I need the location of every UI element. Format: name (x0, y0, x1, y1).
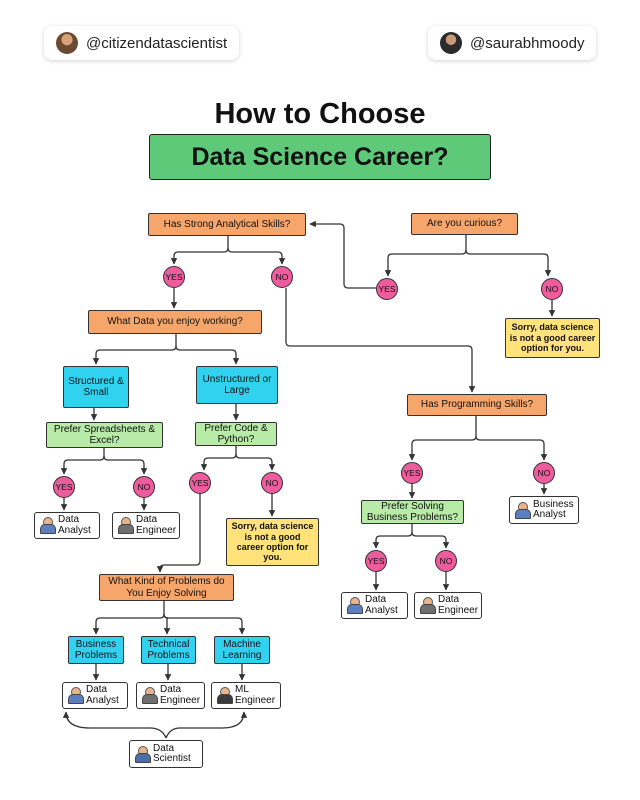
role-label: Data Engineer (136, 514, 177, 536)
sorry-box-curious: Sorry, data science is not a good career… (505, 318, 600, 358)
role-label: Data Engineer (438, 594, 479, 616)
role-data-engineer: Data Engineer (136, 682, 205, 709)
no-pill: NO (435, 550, 457, 572)
role-label: ML Engineer (235, 684, 276, 706)
role-business-analyst: Business Analyst (509, 496, 579, 524)
node-prefer-code-python: Prefer Code & Python? (195, 422, 277, 446)
yes-pill: YES (163, 266, 185, 288)
citizendatascientist-handle[interactable]: @citizendatascientist (44, 26, 240, 60)
yes-pill: YES (401, 462, 423, 484)
avatar (56, 32, 78, 54)
role-data-scientist: Data Scientist (129, 740, 203, 768)
data-scientist-icon (134, 745, 151, 763)
data-engineer-icon (117, 517, 134, 534)
node-business-problems: Business Problems (68, 636, 124, 664)
no-pill: NO (261, 472, 283, 494)
node-unstructured-large: Unstructured or Large (196, 366, 278, 404)
role-label: Data Scientist (153, 742, 191, 764)
sorry-box-code: Sorry, data science is not a good career… (226, 518, 319, 566)
node-programming-skills: Has Programming Skills? (407, 394, 547, 416)
data-engineer-icon (141, 687, 158, 704)
role-data-analyst: Data Analyst (341, 592, 408, 619)
yes-pill: YES (53, 476, 75, 498)
role-label: Data Engineer (160, 684, 201, 706)
data-engineer-icon (419, 597, 436, 614)
role-data-analyst: Data Analyst (34, 512, 100, 539)
data-analyst-icon (39, 517, 56, 534)
page-title: How to Choose (214, 98, 426, 130)
role-data-analyst: Data Analyst (62, 682, 128, 709)
yes-pill: YES (365, 550, 387, 572)
node-what-data: What Data you enjoy working? (88, 310, 262, 334)
no-pill: NO (533, 462, 555, 484)
data-analyst-icon (67, 687, 84, 704)
role-label: Data Analyst (86, 684, 119, 706)
ml-engineer-icon (216, 687, 233, 704)
no-pill: NO (271, 266, 293, 288)
node-prefer-solving-business: Prefer Solving Business Problems? (361, 500, 464, 524)
yes-pill: YES (376, 278, 398, 300)
node-strong-analytical-skills: Has Strong Analytical Skills? (148, 213, 306, 236)
no-pill: NO (133, 476, 155, 498)
business-analyst-icon (514, 501, 531, 519)
role-label: Business Analyst (533, 498, 574, 520)
data-analyst-icon (346, 597, 363, 614)
page-banner: Data Science Career? (149, 134, 491, 180)
node-prefer-spreadsheets: Prefer Spreadsheets & Excel? (46, 422, 163, 448)
role-data-engineer: Data Engineer (112, 512, 180, 539)
node-technical-problems: Technical Problems (141, 636, 196, 664)
role-data-engineer: Data Engineer (414, 592, 482, 619)
yes-pill: YES (189, 472, 211, 494)
role-ml-engineer: ML Engineer (211, 682, 281, 709)
role-label: Data Analyst (365, 594, 398, 616)
handle-right-label: @saurabhmoody (470, 34, 585, 52)
avatar (440, 32, 462, 54)
role-label: Data Analyst (58, 514, 91, 536)
node-machine-learning: Machine Learning (214, 636, 270, 664)
node-structured-small: Structured & Small (63, 366, 129, 408)
handle-left-label: @citizendatascientist (86, 34, 228, 52)
node-kind-of-problems: What Kind of Problems do You Enjoy Solvi… (99, 574, 234, 601)
no-pill: NO (541, 278, 563, 300)
saurabhmoody-handle[interactable]: @saurabhmoody (428, 26, 597, 60)
node-are-you-curious: Are you curious? (411, 213, 518, 235)
